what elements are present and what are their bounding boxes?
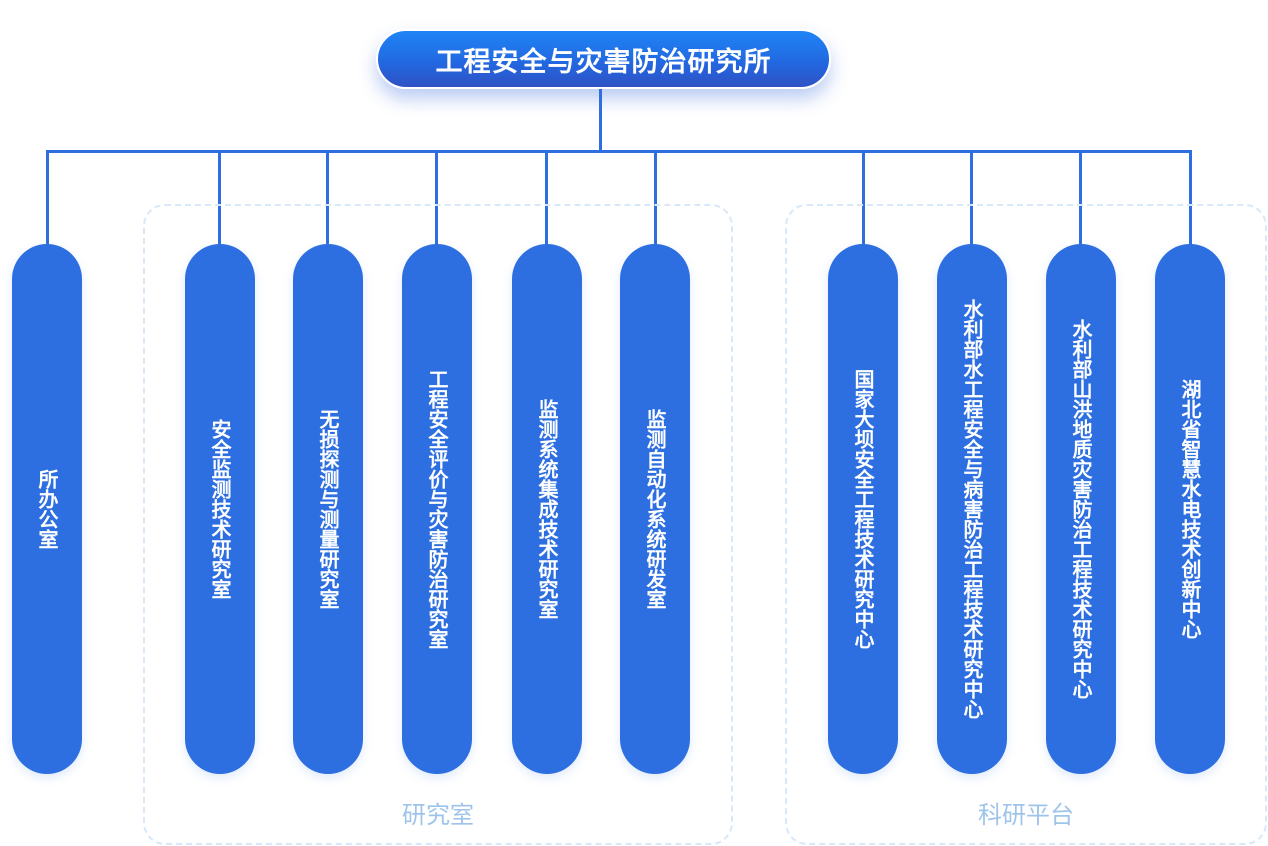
node-platform[interactable]: 水利部水工程安全与病害防治工程技术研究中心: [937, 244, 1007, 774]
connector-line: [326, 150, 329, 245]
connector-line: [218, 150, 221, 245]
connector-line: [654, 150, 657, 245]
node-label: 水利部水工程安全与病害防治工程技术研究中心: [960, 299, 984, 719]
node-label: 无损探测与测量研究室: [316, 409, 340, 609]
node-label: 监测系统集成技术研究室: [535, 399, 559, 619]
node-office[interactable]: 所办公室: [12, 244, 82, 774]
node-platform[interactable]: 国家大坝安全工程技术研究中心: [828, 244, 898, 774]
connector-line: [1189, 150, 1192, 245]
group-box-research-labs: [143, 204, 733, 845]
root-stem-line: [599, 89, 602, 152]
horizontal-bus-line: [46, 150, 1192, 153]
node-label: 工程安全评价与灾害防治研究室: [425, 369, 449, 649]
root-node[interactable]: 工程安全与灾害防治研究所: [376, 29, 831, 89]
node-platform[interactable]: 湖北省智慧水电技术创新中心: [1155, 244, 1225, 774]
node-label: 安全监测技术研究室: [208, 419, 232, 599]
connector-line: [545, 150, 548, 245]
node-lab[interactable]: 工程安全评价与灾害防治研究室: [402, 244, 472, 774]
connector-line: [46, 150, 49, 245]
node-label: 监测自动化系统研发室: [643, 409, 667, 609]
connector-line: [1079, 150, 1082, 245]
root-title: 工程安全与灾害防治研究所: [435, 46, 772, 78]
group-label-research-platforms: 科研平台: [978, 801, 1074, 829]
node-lab[interactable]: 监测系统集成技术研究室: [512, 244, 582, 774]
node-label: 国家大坝安全工程技术研究中心: [851, 369, 875, 649]
node-lab[interactable]: 安全监测技术研究室: [185, 244, 255, 774]
node-label: 所办公室: [35, 469, 59, 549]
group-box-research-platforms: [785, 204, 1267, 845]
connector-line: [435, 150, 438, 245]
node-label: 湖北省智慧水电技术创新中心: [1178, 379, 1202, 639]
node-lab[interactable]: 监测自动化系统研发室: [620, 244, 690, 774]
node-platform[interactable]: 水利部山洪地质灾害防治工程技术研究中心: [1046, 244, 1116, 774]
group-label-research-labs: 研究室: [402, 801, 474, 829]
connector-line: [862, 150, 865, 245]
node-lab[interactable]: 无损探测与测量研究室: [293, 244, 363, 774]
node-label: 水利部山洪地质灾害防治工程技术研究中心: [1069, 319, 1093, 699]
connector-line: [970, 150, 973, 245]
